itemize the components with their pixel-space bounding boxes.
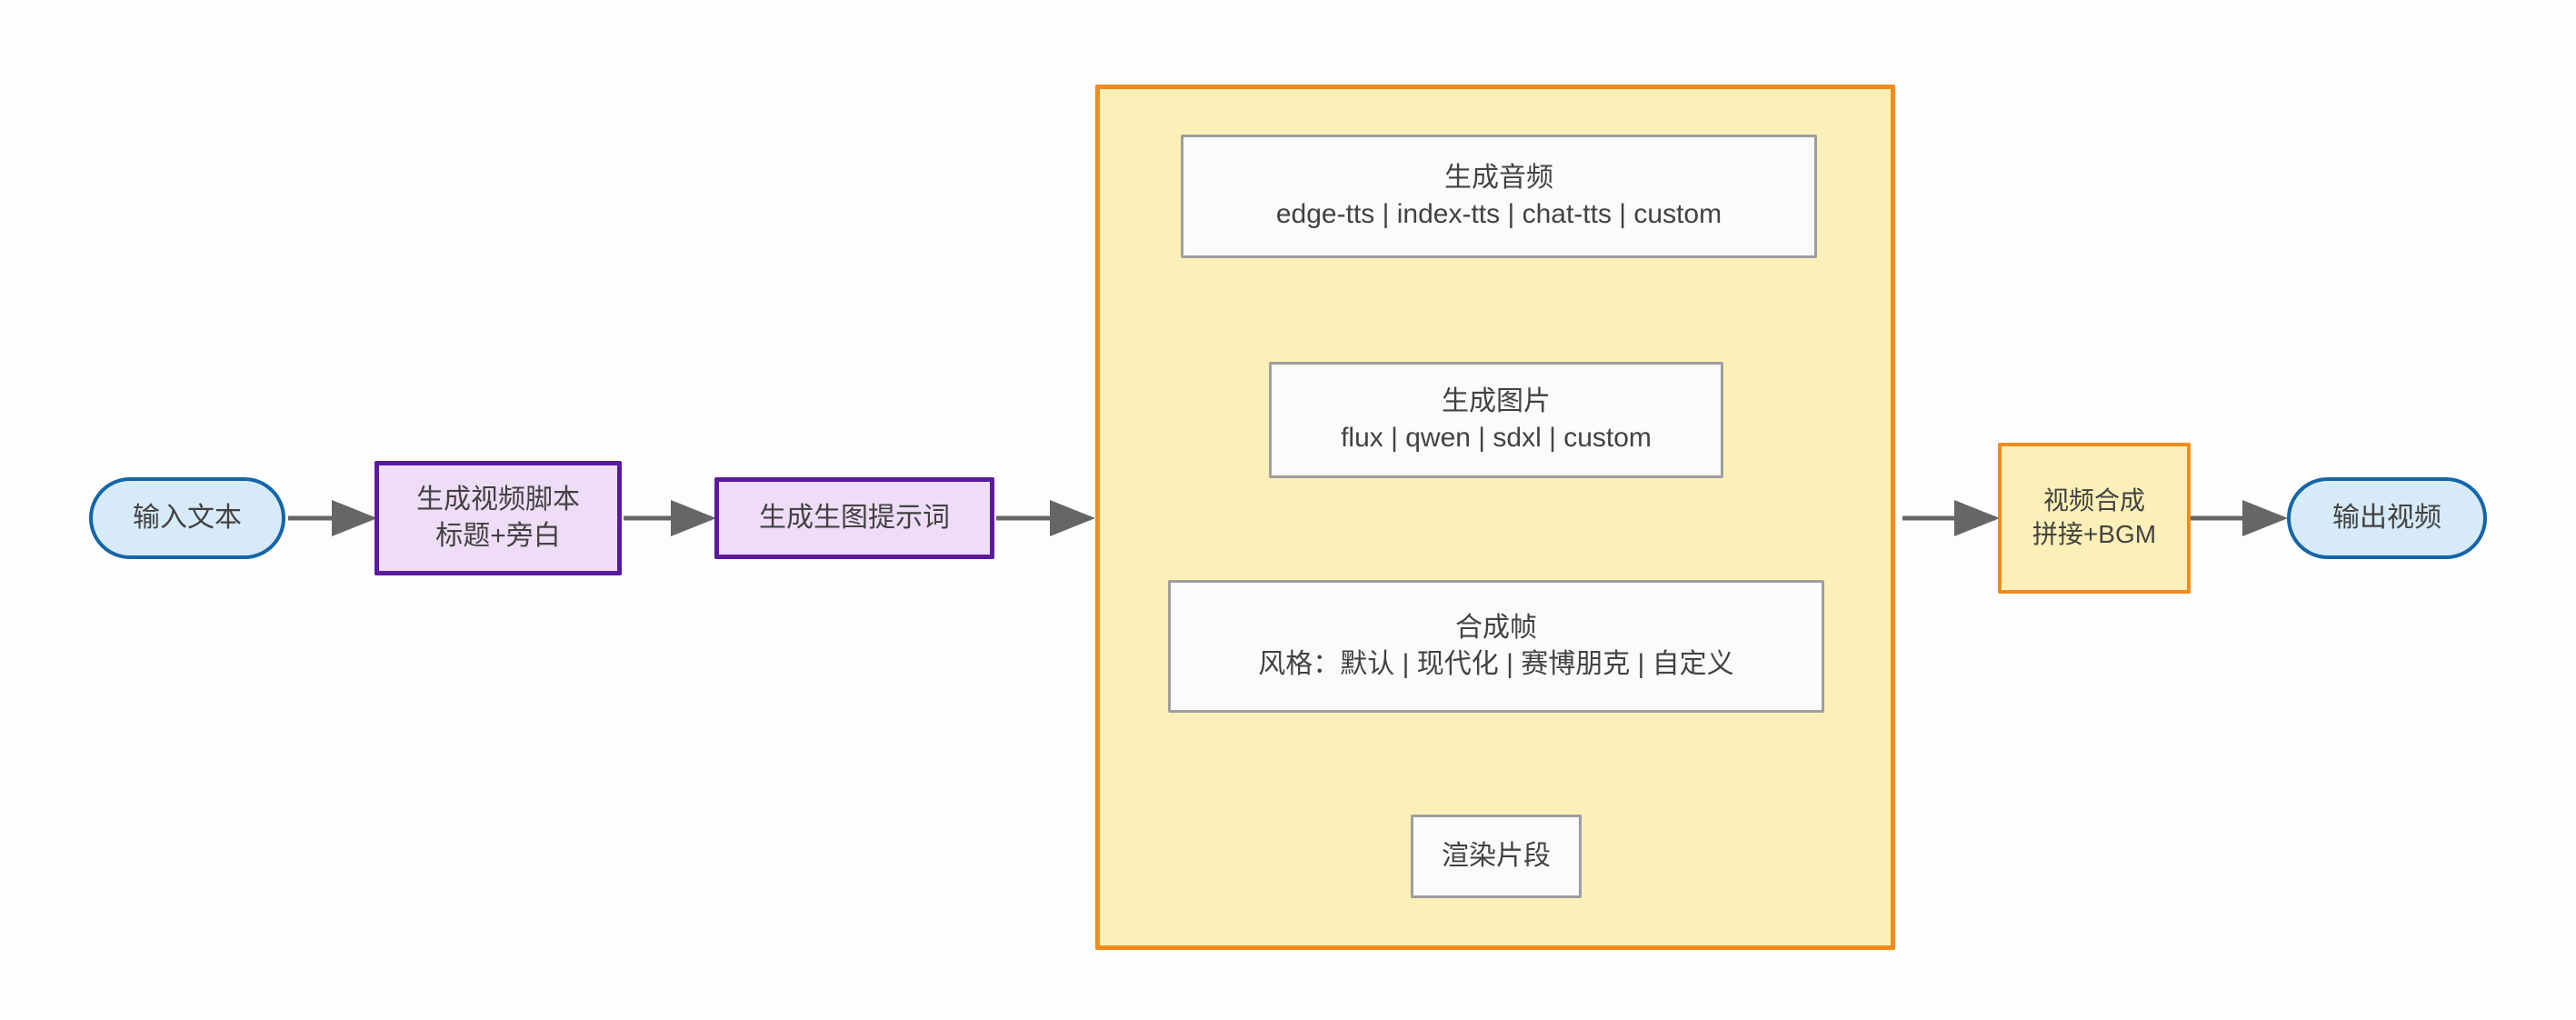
node-generate-audio[interactable]: 生成音频 edge-tts | index-tts | chat-tts | c… bbox=[1181, 135, 1817, 258]
node-generate-script-line1: 生成视频脚本 bbox=[416, 485, 580, 515]
node-compose-frame[interactable]: 合成帧 风格：默认 | 现代化 | 赛博朋克 | 自定义 bbox=[1168, 580, 1824, 713]
node-render-clip-label: 渲染片段 bbox=[1442, 841, 1551, 872]
node-generate-image[interactable]: 生成图片 flux | qwen | sdxl | custom bbox=[1269, 362, 1723, 478]
node-compose-frame-line2: 风格：默认 | 现代化 | 赛博朋克 | 自定义 bbox=[1258, 649, 1734, 679]
node-video-compose[interactable]: 视频合成 拼接+BGM bbox=[1998, 443, 2191, 594]
node-generate-audio-line1: 生成音频 bbox=[1444, 163, 1553, 194]
node-generate-script-line2: 标题+旁白 bbox=[435, 521, 561, 551]
node-generate-script[interactable]: 生成视频脚本 标题+旁白 bbox=[374, 461, 622, 575]
node-generate-audio-line2: edge-tts | index-tts | chat-tts | custom bbox=[1275, 199, 1722, 229]
node-render-clip[interactable]: 渲染片段 bbox=[1411, 815, 1582, 898]
node-output-video[interactable]: 输出视频 bbox=[2287, 477, 2487, 559]
node-compose-frame-line1: 合成帧 bbox=[1455, 613, 1537, 644]
node-input-text[interactable]: 输入文本 bbox=[89, 477, 285, 559]
node-output-video-label: 输出视频 bbox=[2332, 503, 2441, 534]
node-video-compose-line2: 拼接+BGM bbox=[2032, 520, 2157, 548]
node-generate-image-line2: flux | qwen | sdxl | custom bbox=[1341, 423, 1652, 453]
node-generate-prompt-label: 生成生图提示词 bbox=[759, 503, 950, 534]
node-video-compose-line1: 视频合成 bbox=[2042, 486, 2145, 515]
node-generate-image-line1: 生成图片 bbox=[1442, 386, 1551, 417]
node-generate-prompt[interactable]: 生成生图提示词 bbox=[714, 477, 994, 559]
node-input-text-label: 输入文本 bbox=[133, 503, 242, 534]
